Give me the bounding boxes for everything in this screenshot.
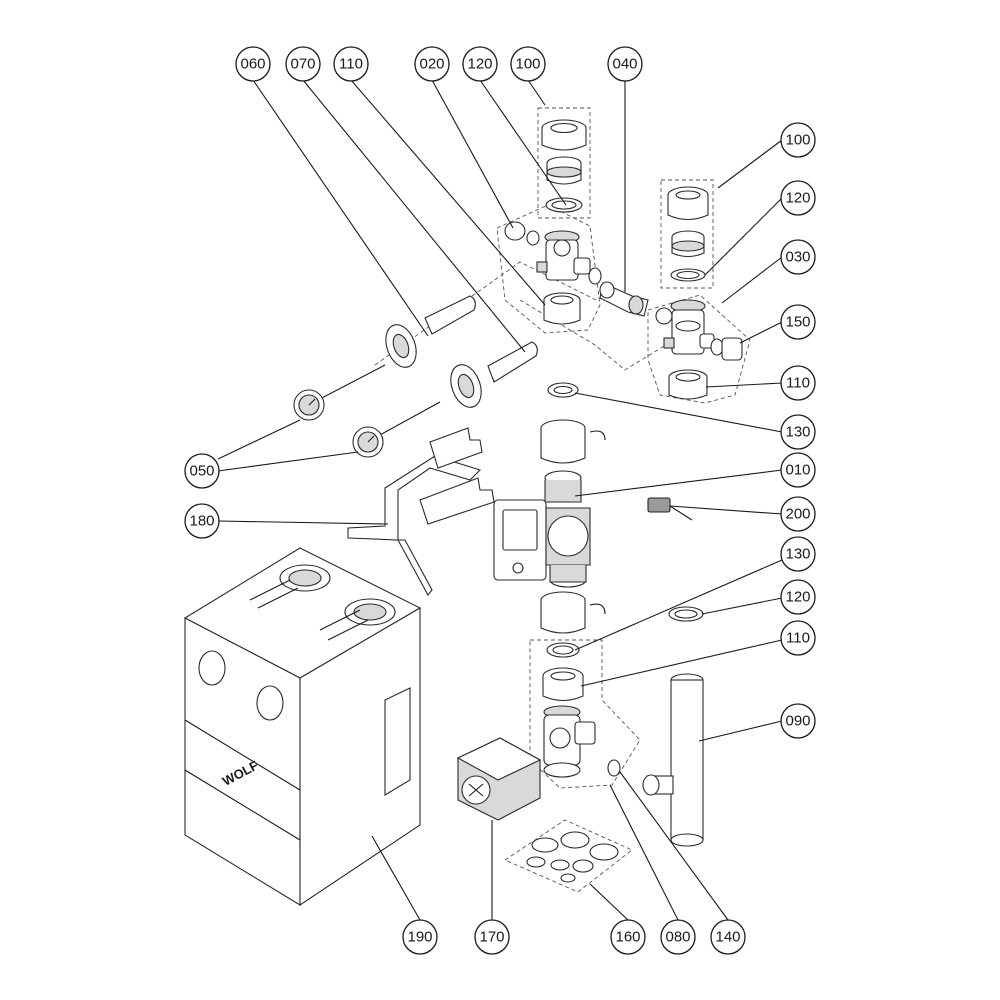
callout-110-top: 110 [333, 46, 369, 82]
union-nut-part-100-right [667, 186, 709, 221]
callout-200: 200 [780, 496, 816, 532]
callout-110-lower: 110 [780, 620, 816, 656]
callout-030: 030 [780, 239, 816, 275]
seal-ring-part-120-lower [668, 606, 704, 622]
svg-text:160: 160 [615, 929, 640, 946]
sensor-sleeve-part-060 [385, 295, 476, 368]
callout-150: 150 [780, 304, 816, 340]
svg-text:140: 140 [715, 929, 740, 946]
svg-text:180: 180 [189, 513, 214, 530]
seal-ring-part-130-upper [547, 382, 579, 398]
thermometer-part-050-lower [352, 401, 441, 458]
svg-text:120: 120 [467, 56, 492, 73]
union-nut-part-110-right [668, 369, 708, 400]
bypass-pipe-part-090 [642, 673, 704, 847]
seal-ring-part-120-right [670, 268, 706, 282]
callout-170: 170 [474, 919, 510, 955]
callout-050: 050 [184, 453, 220, 489]
svg-text:120: 120 [785, 589, 810, 606]
svg-text:130: 130 [785, 546, 810, 563]
callout-010: 010 [780, 452, 816, 488]
union-nut-part-100-upper [541, 119, 587, 151]
mixing-valve-part-020 [504, 221, 602, 285]
union-nut-part-110-upper-left [543, 292, 581, 325]
leader-lines [217, 79, 783, 921]
svg-text:030: 030 [785, 249, 810, 266]
callout-060: 060 [235, 46, 271, 82]
threaded-tailpiece-right [671, 230, 705, 258]
callout-140: 140 [710, 919, 746, 955]
svg-text:110: 110 [786, 375, 810, 392]
seal-ring-part-130-lower [546, 642, 580, 658]
svg-text:110: 110 [786, 630, 810, 647]
union-nut-part-110-lower [542, 667, 584, 702]
mixing-valve-part-080 [543, 705, 621, 778]
thermometer-part-050-upper [293, 364, 386, 421]
svg-text:170: 170 [479, 929, 504, 946]
callout-190: 190 [402, 919, 438, 955]
insulation-sleeve-upper [540, 419, 606, 464]
svg-text:060: 060 [240, 56, 265, 73]
callout-040: 040 [607, 46, 643, 82]
svg-text:050: 050 [189, 463, 214, 480]
threaded-tailpiece-part [546, 156, 582, 185]
seal-set-part-160 [526, 831, 619, 883]
svg-text:130: 130 [785, 424, 810, 441]
svg-text:010: 010 [785, 462, 810, 479]
insulation-housing-part-190: WOLF [183, 547, 422, 907]
svg-text:150: 150 [785, 314, 810, 331]
insulation-sleeve-lower [540, 591, 606, 634]
sensor-sleeve-part-070 [450, 341, 538, 408]
callout-080: 080 [660, 919, 696, 955]
seal-ring-part-120-upper [545, 197, 583, 213]
callout-110-right: 110 [780, 365, 816, 401]
valve-body-part-030 [655, 299, 715, 355]
svg-text:080: 080 [665, 929, 690, 946]
cable-connector-part-200 [647, 497, 693, 521]
mounting-bracket-part-180 [347, 427, 495, 596]
svg-text:110: 110 [339, 56, 363, 73]
callout-100-top: 100 [510, 46, 546, 82]
svg-text:090: 090 [785, 713, 810, 730]
callout-130-upper: 130 [780, 414, 816, 450]
svg-text:190: 190 [407, 929, 432, 946]
svg-text:100: 100 [515, 56, 540, 73]
svg-text:120: 120 [785, 190, 810, 207]
valve-actuator-part-170 [456, 737, 542, 821]
svg-text:020: 020 [419, 56, 444, 73]
plug-part-150 [710, 337, 743, 361]
callout-120-right: 120 [780, 180, 816, 216]
callout-130-lower: 130 [780, 536, 816, 572]
svg-text:100: 100 [785, 132, 810, 149]
callout-160: 160 [610, 919, 646, 955]
svg-text:200: 200 [785, 506, 810, 523]
callout-090: 090 [780, 703, 816, 739]
adapter-fitting-part-040 [599, 281, 649, 317]
callout-020: 020 [414, 46, 450, 82]
callout-100-right: 100 [780, 122, 816, 158]
svg-text:070: 070 [290, 56, 315, 73]
circulating-pump-part-010 [493, 470, 591, 588]
callout-120-top: 120 [462, 46, 498, 82]
callout-180: 180 [184, 503, 220, 539]
callout-070: 070 [285, 46, 321, 82]
callout-120-lower: 120 [780, 579, 816, 615]
svg-text:040: 040 [612, 56, 637, 73]
